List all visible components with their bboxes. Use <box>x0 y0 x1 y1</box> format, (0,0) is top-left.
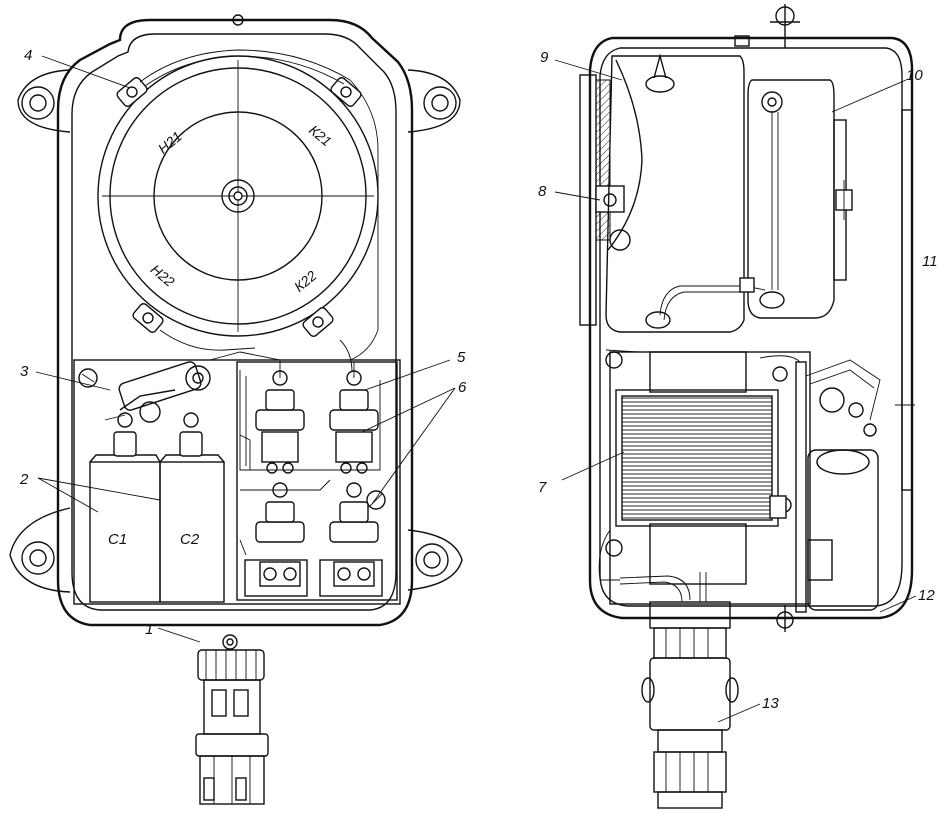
relay-switch <box>78 361 211 423</box>
mounting-ear-bottom-right <box>407 529 463 591</box>
callout-7: 7 <box>538 479 547 496</box>
side-connector-plug <box>641 601 739 809</box>
callout-8: 8 <box>538 183 547 200</box>
callout-9: 9 <box>540 49 549 66</box>
callout-2: 2 <box>19 471 29 488</box>
callout-5: 5 <box>457 349 466 366</box>
mounting-ear-top-right <box>407 69 461 133</box>
component-board <box>73 359 401 605</box>
coil-tag-k22: К22 <box>291 267 320 295</box>
capacitor-c2-label: С2 <box>180 531 200 548</box>
callout-10: 10 <box>906 67 923 84</box>
callout-1: 1 <box>145 621 153 638</box>
coil-tag-n21: Н21 <box>155 128 185 157</box>
capacitor-block-10 <box>747 79 853 319</box>
rectifier-diodes <box>244 370 386 597</box>
connector-plug <box>195 634 269 805</box>
callout-leaders <box>35 55 917 723</box>
coil-tag-n22: Н22 <box>148 261 178 290</box>
mounting-ear-top-left <box>17 69 71 133</box>
capacitor-block-9 <box>605 53 745 333</box>
housing-outer <box>56 18 414 627</box>
capacitor-c1-label: С1 <box>108 531 127 548</box>
capacitor-c1: С1 <box>89 412 161 603</box>
capacitor-c2: С2 <box>159 412 225 603</box>
toroidal-transformer <box>97 55 379 337</box>
callout-13: 13 <box>762 695 779 712</box>
top-mount-stud <box>734 4 800 48</box>
side-housing-inner <box>599 47 903 607</box>
coil-tag-k21: К21 <box>306 122 335 150</box>
side-mounting-flange <box>579 74 625 326</box>
callout-4: 4 <box>24 47 32 64</box>
mounting-ear-bottom-left <box>9 507 71 593</box>
callout-11: 11 <box>922 253 938 270</box>
housing-inner <box>71 33 397 611</box>
transformer-7 <box>605 351 811 605</box>
callout-12: 12 <box>918 587 935 604</box>
callout-6: 6 <box>458 379 467 396</box>
side-housing-outer <box>588 36 914 620</box>
bottom-mount-stud <box>770 605 800 632</box>
callout-3: 3 <box>20 363 29 380</box>
top-screw <box>232 14 244 26</box>
side-view <box>579 4 915 809</box>
coil-terminals <box>116 77 362 337</box>
rectifier-assembly <box>772 359 881 613</box>
front-view: Н21 К21 Н22 К22 <box>9 14 463 805</box>
